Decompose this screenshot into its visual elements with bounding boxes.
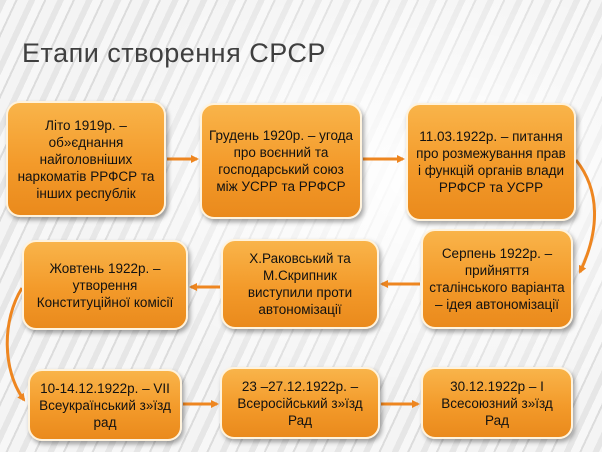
stage-text-9: 30.12.1922р – І Всесоюзний з»їзд Рад: [441, 378, 553, 428]
stage-text-1: Літо 1919р. – об»єднання найголовніших н…: [17, 117, 155, 201]
stage-text-4: Серпень 1922р. – прийняття сталінського …: [429, 246, 565, 312]
stage-box-5: Х.Раковський та М.Скрипник виступили про…: [221, 239, 379, 329]
stage-text-6: Жовтень 1922р. – утворення Конституційно…: [36, 260, 174, 310]
stage-text-7: 10-14.12.1922р. – VII Всеукраїнський з»ї…: [39, 380, 171, 430]
stage-text-5: Х.Раковський та М.Скрипник виступили про…: [247, 251, 353, 317]
stage-box-8: 23 –27.12.1922р. – Всеросійський з»їзд Р…: [220, 367, 380, 439]
stage-text-2: Грудень 1920р. – угода про воєнний та го…: [208, 128, 354, 194]
stage-box-1: Літо 1919р. – об»єднання найголовніших н…: [6, 101, 166, 217]
arrow-3-4: [574, 159, 596, 274]
stage-box-3: 11.03.1922р. – питання про розмежування …: [406, 103, 576, 221]
stage-box-6: Жовтень 1922р. – утворення Конституційно…: [22, 240, 188, 330]
slide-title: Етапи створення СРСР: [22, 38, 326, 68]
stage-box-9: 30.12.1922р – І Всесоюзний з»їзд Рад: [421, 367, 573, 439]
arrow-6-7: [5, 287, 26, 402]
stage-box-7: 10-14.12.1922р. – VII Всеукраїнський з»ї…: [28, 369, 182, 441]
stage-text-3: 11.03.1922р. – питання про розмежування …: [416, 129, 566, 195]
stage-box-4: Серпень 1922р. – прийняття сталінського …: [421, 229, 573, 329]
stage-text-8: 23 –27.12.1922р. – Всеросійський з»їзд Р…: [237, 378, 363, 428]
stage-box-2: Грудень 1920р. – угода про воєнний та го…: [200, 103, 362, 219]
